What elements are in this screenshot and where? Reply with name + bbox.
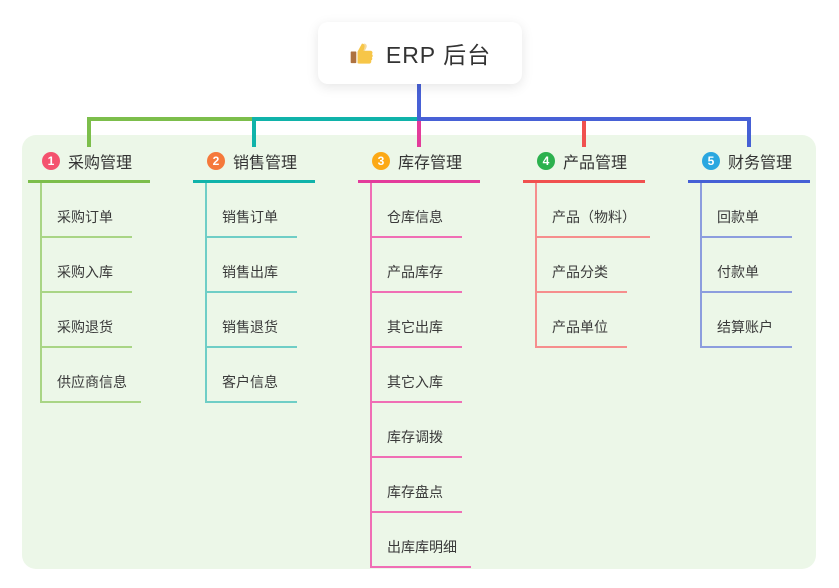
branch: 3 库存管理 仓库信息产品库存其它出库其它入库库存调拨库存盘点出库库明细 bbox=[358, 147, 518, 568]
branch-node[interactable]: 1 采购管理 bbox=[28, 147, 150, 183]
connector-line bbox=[87, 117, 256, 121]
connector-line bbox=[417, 121, 421, 147]
child-node-label: 回款单 bbox=[717, 209, 759, 225]
child-node-label: 销售出库 bbox=[222, 264, 278, 280]
connector-line bbox=[252, 117, 421, 121]
child-node[interactable]: 采购订单 bbox=[42, 183, 132, 238]
branch: 5 财务管理 回款单付款单结算账户 bbox=[688, 147, 839, 348]
child-node[interactable]: 供应商信息 bbox=[42, 348, 141, 403]
child-node[interactable]: 销售出库 bbox=[207, 238, 297, 293]
branch: 2 销售管理 销售订单销售出库销售退货客户信息 bbox=[193, 147, 353, 403]
child-node-label: 销售退货 bbox=[222, 319, 278, 335]
branch-children: 产品（物料） 产品分类产品单位 bbox=[535, 183, 650, 348]
child-node[interactable]: 销售退货 bbox=[207, 293, 297, 348]
branch: 1 采购管理 采购订单采购入库采购退货供应商信息 bbox=[28, 147, 188, 403]
child-node[interactable]: 其它入库 bbox=[372, 348, 462, 403]
child-node-label: 库存调拨 bbox=[387, 429, 443, 445]
child-node[interactable]: 库存盘点 bbox=[372, 458, 462, 513]
child-node[interactable]: 付款单 bbox=[702, 238, 792, 293]
branch: 4 产品管理 产品（物料） 产品分类产品单位 bbox=[523, 147, 683, 348]
branch-number-badge: 5 bbox=[702, 152, 720, 170]
child-node-label: 产品（物料） bbox=[552, 209, 636, 225]
branch-children: 销售订单销售出库销售退货客户信息 bbox=[205, 183, 297, 403]
branch-node[interactable]: 3 库存管理 bbox=[358, 147, 480, 183]
child-node-label: 结算账户 bbox=[717, 319, 773, 335]
branch-node-label: 采购管理 bbox=[68, 155, 133, 172]
mindmap-canvas bbox=[22, 135, 816, 569]
connector-line bbox=[582, 121, 586, 147]
child-node-label: 其它出库 bbox=[387, 319, 443, 335]
root-node[interactable]: ERP 后台 bbox=[318, 22, 522, 84]
child-node-label: 供应商信息 bbox=[57, 374, 127, 390]
child-node-label: 采购退货 bbox=[57, 319, 113, 335]
branch-number-badge: 2 bbox=[207, 152, 225, 170]
branch-number-badge: 1 bbox=[42, 152, 60, 170]
connector-line bbox=[87, 121, 91, 147]
connector-line bbox=[417, 117, 751, 121]
child-node[interactable]: 产品分类 bbox=[537, 238, 627, 293]
branch-children: 采购订单采购入库采购退货供应商信息 bbox=[40, 183, 141, 403]
child-node[interactable]: 产品单位 bbox=[537, 293, 627, 348]
child-node[interactable]: 客户信息 bbox=[207, 348, 297, 403]
connector-line bbox=[747, 121, 751, 147]
branch-children: 仓库信息产品库存其它出库其它入库库存调拨库存盘点出库库明细 bbox=[370, 183, 471, 568]
root-node-label: ERP 后台 bbox=[385, 42, 492, 68]
child-node-label: 出库库明细 bbox=[387, 539, 457, 555]
child-node-label: 采购入库 bbox=[57, 264, 113, 280]
branch-node-label: 库存管理 bbox=[398, 155, 463, 172]
child-node-label: 产品单位 bbox=[552, 319, 608, 335]
child-node-label: 库存盘点 bbox=[387, 484, 443, 500]
branch-node-label: 产品管理 bbox=[563, 155, 628, 172]
child-node[interactable]: 库存调拨 bbox=[372, 403, 462, 458]
connector-line bbox=[417, 84, 421, 117]
thumbs-up-icon bbox=[350, 43, 373, 64]
child-node[interactable]: 出库库明细 bbox=[372, 513, 471, 568]
branch-node[interactable]: 4 产品管理 bbox=[523, 147, 645, 183]
branch-node-label: 财务管理 bbox=[728, 155, 793, 172]
child-node-label: 销售订单 bbox=[222, 209, 278, 225]
child-node[interactable]: 回款单 bbox=[702, 183, 792, 238]
child-node[interactable]: 产品库存 bbox=[372, 238, 462, 293]
branch-node[interactable]: 2 销售管理 bbox=[193, 147, 315, 183]
child-node[interactable]: 其它出库 bbox=[372, 293, 462, 348]
child-node[interactable]: 采购退货 bbox=[42, 293, 132, 348]
child-node-label: 产品库存 bbox=[387, 264, 443, 280]
connector-line bbox=[252, 121, 256, 147]
child-node[interactable]: 产品（物料） bbox=[537, 183, 650, 238]
branch-number-badge: 4 bbox=[537, 152, 555, 170]
branch-number-badge: 3 bbox=[372, 152, 390, 170]
child-node-label: 仓库信息 bbox=[387, 209, 443, 225]
child-node[interactable]: 仓库信息 bbox=[372, 183, 462, 238]
child-node[interactable]: 结算账户 bbox=[702, 293, 792, 348]
child-node-label: 产品分类 bbox=[552, 264, 608, 280]
child-node-label: 其它入库 bbox=[387, 374, 443, 390]
child-node[interactable]: 采购入库 bbox=[42, 238, 132, 293]
branch-children: 回款单付款单结算账户 bbox=[700, 183, 792, 348]
child-node-label: 采购订单 bbox=[57, 209, 113, 225]
child-node[interactable]: 销售订单 bbox=[207, 183, 297, 238]
branch-node[interactable]: 5 财务管理 bbox=[688, 147, 810, 183]
child-node-label: 付款单 bbox=[717, 264, 759, 280]
child-node-label: 客户信息 bbox=[222, 374, 278, 390]
branch-node-label: 销售管理 bbox=[233, 155, 298, 172]
